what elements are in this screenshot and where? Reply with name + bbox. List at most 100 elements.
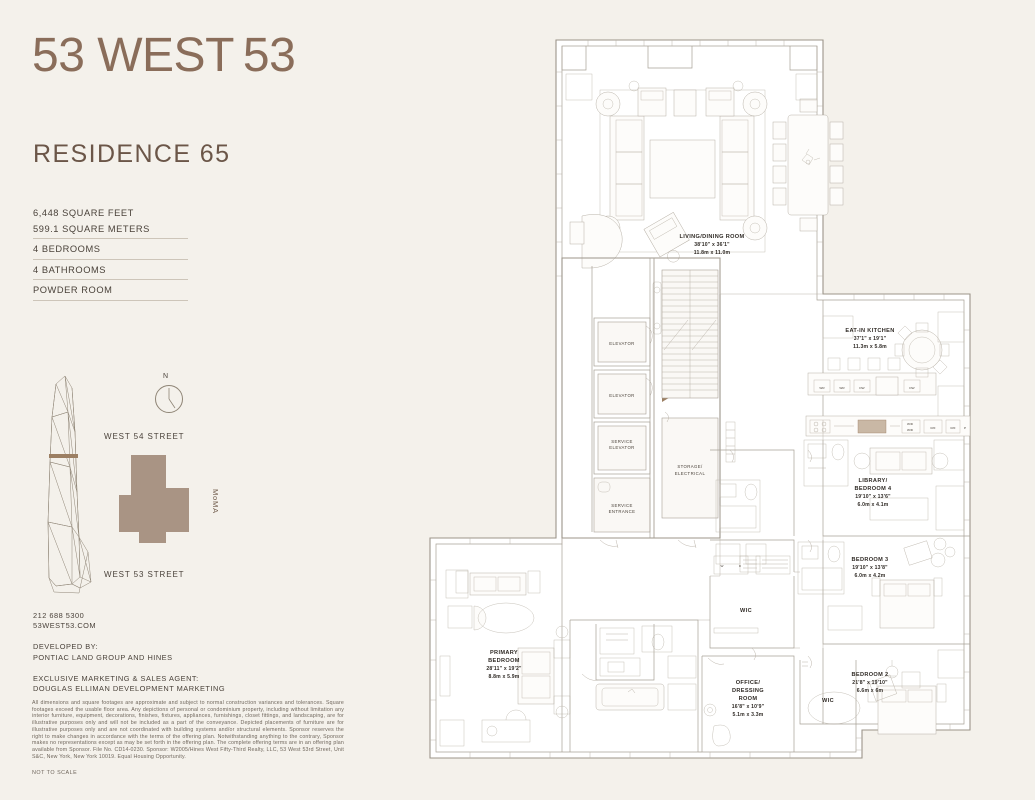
core-label-elevator-1: ELEVATOR	[609, 341, 634, 346]
compass-icon: N	[146, 373, 190, 418]
specs-divider	[33, 258, 188, 260]
secondary-bathrooms	[710, 449, 795, 573]
vanity-icon	[599, 657, 641, 677]
room-label-living-dining: LIVING/DINING ROOM	[679, 234, 744, 240]
street-label-west-54: WEST 54 STREET	[104, 432, 185, 441]
bathroom-icon	[803, 439, 849, 487]
brand-name-part1: 53 WEST	[32, 29, 234, 82]
sofa-icon	[853, 447, 949, 475]
room-dim-living-dining-imperial: 38'10" x 36'1"	[694, 242, 730, 248]
developed-by-label: DEVELOPED BY:	[33, 642, 99, 652]
structural-columns	[561, 46, 818, 101]
bench-icon	[481, 709, 531, 743]
appliance-label-p: P	[964, 426, 966, 430]
core-label-elevator-2: ELEVATOR	[609, 393, 634, 398]
core-label-storage-1: STORAGE/	[677, 464, 703, 469]
room-dim-bedroom-2-imperial: 21'8" x 19'10"	[852, 680, 888, 686]
room-label-library-line1: LIBRARY/	[858, 478, 887, 484]
spec-area-sqm: 599.1 SQUARE METERS	[33, 223, 150, 234]
laundry-strip: W/D W/D R/F R/F P	[805, 415, 971, 437]
service-entrance: SERVICE ENTRANCE	[593, 477, 651, 533]
bathroom-icon	[715, 479, 761, 533]
website-url[interactable]: 53WEST53.COM	[33, 621, 97, 631]
bathroom-icon	[797, 541, 845, 595]
appliance-label-dw-1: DW	[859, 386, 864, 390]
breakfast-table-icon	[894, 322, 950, 378]
room-dim-office-imperial: 16'8" x 10'9"	[732, 704, 765, 710]
armchair-icon	[868, 660, 921, 702]
not-to-scale-note: NOT TO SCALE	[32, 770, 78, 776]
spec-bedrooms: 4 BEDROOMS	[33, 244, 101, 255]
floor-plan: LIVING/DINING ROOM 38'10" x 36'1" 11.8m …	[410, 20, 1025, 785]
phone-number: 212 688 5300	[33, 611, 85, 620]
room-label-bedroom-2: BEDROOM 2	[851, 672, 888, 678]
compass-north-label: N	[163, 373, 169, 380]
grand-piano-icon	[569, 214, 623, 269]
accent-chair-icon	[643, 211, 690, 263]
room-label-office-line1: OFFICE/	[736, 680, 761, 686]
bed-icon	[871, 577, 943, 629]
room-dim-library-imperial: 19'10" x 13'6"	[855, 494, 891, 500]
specs-divider	[33, 238, 188, 240]
armchair-icon	[447, 605, 487, 631]
closet-wic-lower: WIC	[799, 660, 857, 725]
core-label-service-entrance-1: SERVICE	[611, 503, 633, 508]
room-dim-kitchen-imperial: 37'1" x 19'1"	[854, 336, 887, 342]
stair-icon	[652, 269, 719, 399]
appliance-label-wr-2: WR	[839, 386, 845, 390]
powder-room-icon	[739, 555, 761, 573]
bed-icon	[517, 625, 571, 719]
room-label-wic-lower: WIC	[822, 698, 834, 704]
room-office-dressing: OFFICE/ DRESSING ROOM 16'8" x 10'9" 5.1m…	[701, 655, 795, 752]
room-label-office-line3: ROOM	[739, 696, 758, 702]
dining-table-icon	[772, 98, 844, 232]
kitchen-island-icon: WR WR DW DW	[807, 357, 937, 396]
core-label-service-elevator-1: SERVICE	[611, 439, 633, 444]
appliance-label-wd-1: W/D	[907, 422, 914, 426]
bathtub-icon	[595, 683, 665, 711]
interior-partitions	[561, 258, 824, 753]
room-eat-in-kitchen: WR WR DW DW	[807, 300, 970, 421]
appliance-label-d: D	[739, 564, 742, 568]
appliance-label-w: W	[721, 564, 724, 568]
appliance-label-wr-1: WR	[819, 386, 825, 390]
floor-plan-drawing: LIVING/DINING ROOM 38'10" x 36'1" 11.8m …	[429, 39, 971, 759]
key-map: N WEST 54 STREET MoMA WEST 53 STREET	[28, 372, 248, 597]
building-footprint-icon	[119, 455, 189, 543]
core-label-service-entrance-2: ENTRANCE	[609, 509, 636, 514]
room-label-eat-in-kitchen: EAT-IN KITCHEN	[845, 328, 894, 334]
room-label-primary-line1: PRIMARY	[490, 650, 518, 656]
contact-block: 212 688 5300 53WEST53.COM DEVELOPED BY: …	[33, 611, 225, 694]
desk-icon	[903, 537, 956, 568]
street-label-west-53: WEST 53 STREET	[104, 570, 185, 579]
specs-divider	[33, 279, 188, 281]
toilet-icon	[641, 625, 673, 653]
sofa-icon	[609, 115, 645, 221]
appliance-label-rf-1: R/F	[931, 426, 936, 430]
core-label-service-elevator-2: ELEVATOR	[609, 445, 634, 450]
sales-agent-label: EXCLUSIVE MARKETING & SALES AGENT:	[33, 673, 199, 683]
room-bedroom-3: BEDROOM 3 19'10" x 13'8" 6.0m x 4.2m	[797, 537, 970, 645]
developed-by-value: PONTIAC LAND GROUP AND HINES	[33, 652, 173, 662]
room-label-wic-upper: WIC	[740, 608, 752, 614]
door-swings	[599, 411, 697, 549]
storage-electrical: STORAGE/ ELECTRICAL	[661, 417, 719, 519]
sofa-icon	[719, 115, 755, 221]
spec-powder-room: POWDER ROOM	[33, 285, 113, 296]
specs-divider	[33, 299, 188, 301]
specs-list: 6,448 SQUARE FEET 599.1 SQUARE METERS 4 …	[33, 207, 188, 305]
spec-area-sqft: 6,448 SQUARE FEET	[33, 208, 134, 218]
service-elevator: SERVICE ELEVATOR	[593, 421, 651, 475]
cooktop-icon	[813, 421, 827, 433]
room-bedroom-2: BEDROOM 2 21'8" x 19'10" 6.6m x 6m	[807, 648, 965, 735]
neighbor-label-moma: MoMA	[211, 489, 220, 514]
spec-bathrooms: 4 BATHROOMS	[33, 264, 107, 275]
appliance-label-rf-2: R/F	[951, 426, 956, 430]
elevator-2: ELEVATOR	[593, 369, 672, 419]
bed-icon	[867, 683, 947, 735]
room-dim-bedroom-2-metric: 6.6m x 6m	[857, 688, 884, 694]
elevator-1: ELEVATOR	[593, 317, 672, 367]
